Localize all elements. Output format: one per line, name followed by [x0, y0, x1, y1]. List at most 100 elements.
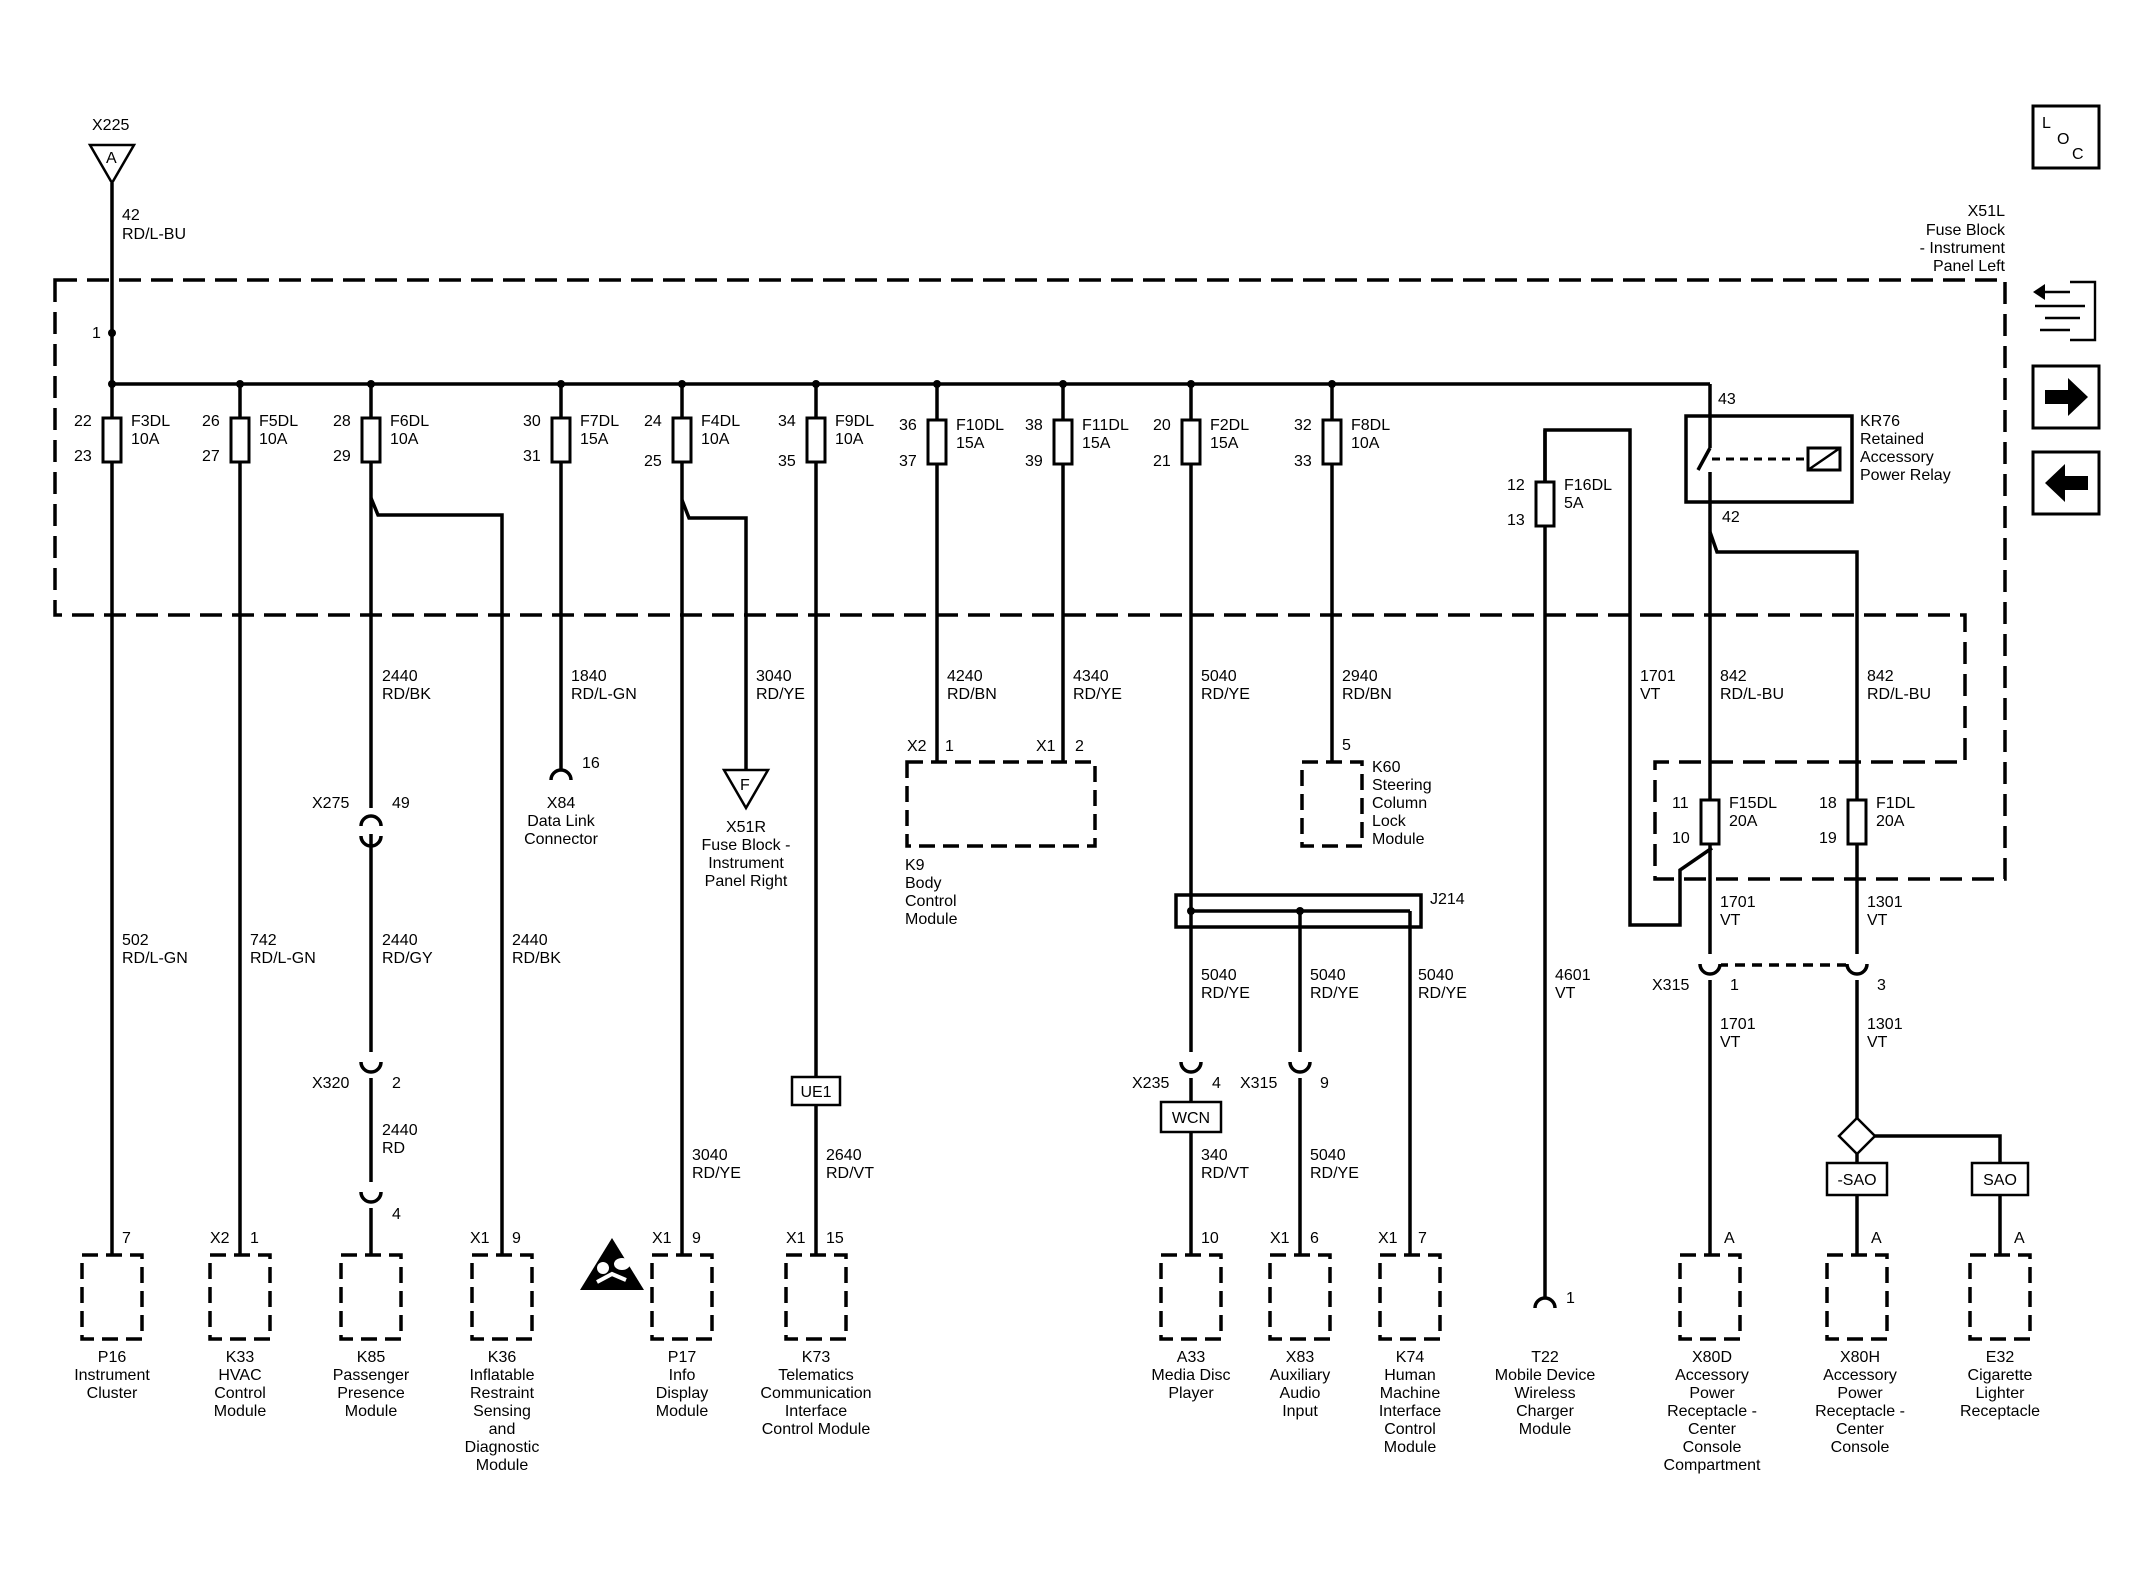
svg-text:RD: RD [382, 1140, 405, 1157]
wire-color: RD/L-BU [122, 226, 186, 243]
module-k73: X1 15 K73 Telematics Communication Inter… [760, 1230, 871, 1438]
connector-view-icon[interactable] [2033, 280, 2097, 342]
svg-text:X51L: X51L [1968, 203, 2005, 220]
svg-text:5: 5 [1342, 737, 1351, 754]
svg-text:Fuse Block -: Fuse Block - [702, 837, 791, 854]
svg-text:Accessory: Accessory [1823, 1367, 1897, 1384]
svg-text:WCN: WCN [1172, 1110, 1210, 1127]
svg-text:RD/YE: RD/YE [1201, 686, 1250, 703]
module-x83: X1 6 X83 Auxiliary Audio Input [1268, 1230, 1332, 1420]
svg-text:842: 842 [1867, 668, 1894, 685]
svg-text:4340: 4340 [1073, 668, 1109, 685]
svg-text:X320: X320 [312, 1075, 349, 1092]
svg-text:Restraint: Restraint [470, 1385, 535, 1402]
svg-text:7: 7 [1418, 1230, 1427, 1247]
svg-text:F10DL: F10DL [956, 417, 1004, 434]
svg-text:RD/YE: RD/YE [1418, 985, 1467, 1002]
wcn-option-tag [1159, 1100, 1223, 1134]
svg-text:20A: 20A [1729, 813, 1758, 830]
svg-text:18: 18 [1819, 795, 1837, 812]
svg-text:22: 22 [74, 413, 92, 430]
svg-text:Wireless: Wireless [1514, 1385, 1575, 1402]
svg-text:Module: Module [345, 1403, 398, 1420]
svg-text:X1: X1 [470, 1230, 490, 1247]
svg-text:K36: K36 [488, 1349, 517, 1366]
svg-text:Media Disc: Media Disc [1151, 1367, 1230, 1384]
prev-page-button[interactable] [2031, 450, 2101, 516]
svg-text:5040: 5040 [1418, 967, 1454, 984]
svg-text:VT: VT [1867, 1034, 1888, 1051]
svg-text:X51R: X51R [726, 819, 766, 836]
svg-text:29: 29 [333, 448, 351, 465]
svg-text:Cluster: Cluster [87, 1385, 138, 1402]
svg-text:RD/GY: RD/GY [382, 950, 433, 967]
svg-text:F15DL: F15DL [1729, 795, 1777, 812]
svg-text:RD/L-GN: RD/L-GN [122, 950, 188, 967]
svg-text:X225: X225 [92, 117, 129, 134]
svg-text:VT: VT [1555, 985, 1576, 1002]
svg-text:A: A [1724, 1230, 1735, 1247]
svg-text:X1: X1 [786, 1230, 806, 1247]
svg-text:RD/VT: RD/VT [1201, 1165, 1249, 1182]
svg-text:340: 340 [1201, 1147, 1228, 1164]
x84-connector-symbol [549, 768, 573, 781]
svg-text:A: A [1871, 1230, 1882, 1247]
svg-text:Module: Module [1384, 1439, 1437, 1456]
svg-text:43: 43 [1718, 391, 1736, 408]
svg-text:HVAC: HVAC [218, 1367, 261, 1384]
fuse-f10dl [926, 418, 948, 466]
svg-text:Receptacle -: Receptacle - [1667, 1403, 1757, 1420]
next-page-button[interactable] [2031, 364, 2101, 430]
svg-text:F7DL: F7DL [580, 413, 619, 430]
svg-text:A: A [2014, 1230, 2025, 1247]
svg-text:X1: X1 [1036, 738, 1056, 755]
svg-text:Instrument: Instrument [708, 855, 784, 872]
svg-text:X83: X83 [1286, 1349, 1315, 1366]
svg-text:F11DL: F11DL [1082, 417, 1129, 434]
svg-text:P17: P17 [668, 1349, 697, 1366]
svg-text:38: 38 [1025, 417, 1043, 434]
svg-text:Module: Module [656, 1403, 709, 1420]
svg-text:10: 10 [1672, 830, 1690, 847]
svg-text:15A: 15A [580, 431, 609, 448]
svg-text:Accessory: Accessory [1860, 449, 1934, 466]
svg-text:19: 19 [1819, 830, 1837, 847]
fuse-f9dl [805, 416, 827, 464]
svg-text:Display: Display [656, 1385, 708, 1402]
svg-text:6: 6 [1310, 1230, 1319, 1247]
svg-text:1: 1 [1566, 1290, 1575, 1307]
svg-text:X315: X315 [1652, 977, 1689, 994]
svg-text:RD/YE: RD/YE [1310, 1165, 1359, 1182]
svg-text:Control: Control [214, 1385, 266, 1402]
svg-text:9: 9 [512, 1230, 521, 1247]
svg-text:RD/YE: RD/YE [1310, 985, 1359, 1002]
arrow-right-icon [2045, 378, 2088, 416]
svg-text:Power: Power [1837, 1385, 1883, 1402]
svg-text:O: O [2057, 131, 2069, 148]
svg-text:VT: VT [1867, 912, 1888, 929]
module-k85: K85 Passenger Presence Module [333, 1253, 410, 1420]
fuse-block-outline [53, 278, 2007, 881]
fuse-f6dl [360, 416, 382, 464]
svg-text:F4DL: F4DL [701, 413, 740, 430]
svg-text:Compartment: Compartment [1664, 1457, 1761, 1474]
fuse-f16dl [1534, 480, 1556, 528]
svg-text:Lighter: Lighter [1976, 1385, 2026, 1402]
svg-text:20A: 20A [1876, 813, 1905, 830]
svg-text:RD/L-BU: RD/L-BU [1867, 686, 1931, 703]
svg-text:Power: Power [1689, 1385, 1735, 1402]
svg-text:31: 31 [523, 448, 541, 465]
svg-text:4601: 4601 [1555, 967, 1591, 984]
connector-pin: 49 [392, 795, 410, 812]
svg-text:Info: Info [669, 1367, 696, 1384]
loc-button[interactable]: L O C [2031, 104, 2101, 170]
x51r-connector-symbol [721, 768, 771, 811]
fuse-f2dl [1180, 418, 1202, 466]
svg-text:3040: 3040 [692, 1147, 728, 1164]
svg-text:Interface: Interface [785, 1403, 847, 1420]
svg-text:K85: K85 [357, 1349, 386, 1366]
svg-text:742: 742 [250, 932, 277, 949]
svg-text:2440: 2440 [382, 932, 418, 949]
svg-text:F: F [740, 777, 750, 794]
